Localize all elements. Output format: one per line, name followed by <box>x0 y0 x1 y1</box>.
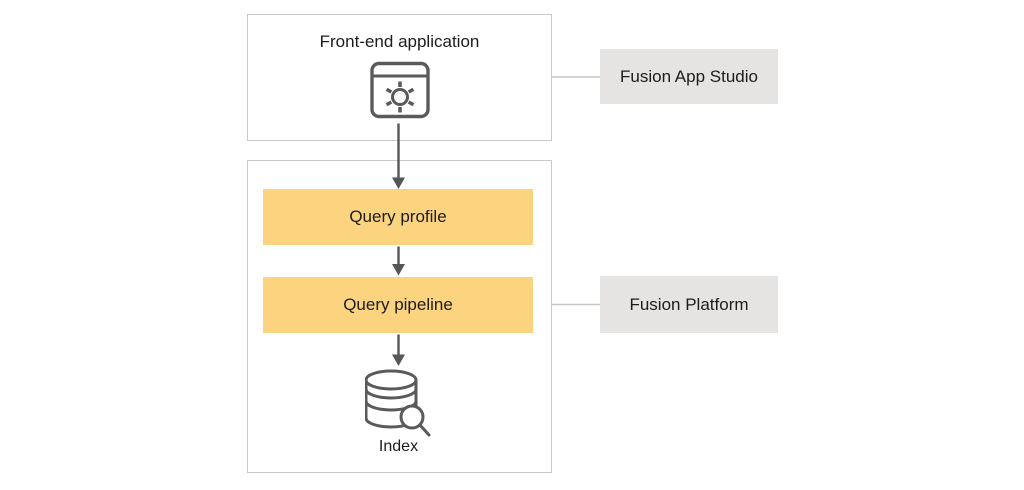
browser-window-gear-icon <box>369 61 430 119</box>
fusion-platform-label: Fusion Platform <box>600 276 778 333</box>
fusion-app-studio-label-text: Fusion App Studio <box>620 66 758 86</box>
index-label: Index <box>378 438 419 455</box>
frontend-application-label: Front-end application <box>319 32 480 51</box>
frontend-application-box: Front-end application <box>247 14 552 141</box>
database-search-icon <box>365 369 431 437</box>
magnifier-handle <box>418 423 431 437</box>
query-profile-label: Query profile <box>349 207 447 226</box>
query-profile-node: Query profile <box>263 189 533 245</box>
fusion-app-studio-label: Fusion App Studio <box>600 49 778 104</box>
query-pipeline-node: Query pipeline <box>263 277 533 333</box>
query-pipeline-label: Query pipeline <box>343 295 453 314</box>
magnifier-lens <box>399 404 425 430</box>
fusion-platform-label-text: Fusion Platform <box>629 294 749 314</box>
